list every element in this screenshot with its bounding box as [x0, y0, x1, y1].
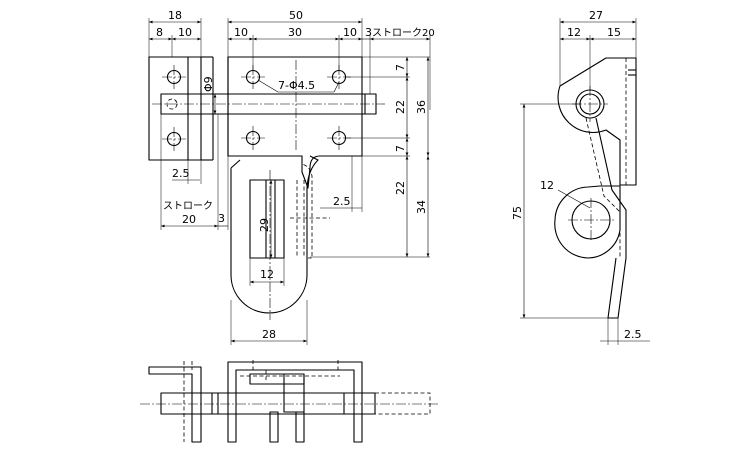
plan-main-body	[227, 361, 363, 443]
dim-10b: 10	[234, 26, 248, 39]
dim-7a: 7	[394, 64, 407, 71]
dim-2-5b: 2.5	[333, 195, 351, 208]
keeper-slot	[249, 179, 285, 259]
keeper-outline	[240, 155, 313, 259]
dim-2-5c: 2.5	[624, 328, 642, 341]
dim-75: 75	[511, 206, 524, 220]
dim-holes: 7-Φ4.5	[278, 79, 315, 92]
front-view: 18 8 10 50 10 30 10 3 ストローク20 Φ9 7-Φ4.5	[148, 9, 435, 345]
side-view: 27 12 15 12 75 2.5	[511, 9, 650, 345]
dim-12c: 12	[540, 179, 554, 192]
left-block	[148, 56, 202, 161]
plan-bolt	[160, 392, 376, 415]
dim-22b: 22	[394, 181, 407, 195]
dim-phi9: Φ9	[202, 76, 215, 92]
plan-left-bracket	[148, 366, 202, 443]
dim-10a: 10	[178, 26, 192, 39]
main-plate	[227, 56, 363, 189]
dim-stroke20: ストローク20	[372, 27, 435, 39]
dim-28: 28	[262, 328, 276, 341]
dim-18: 18	[168, 9, 182, 22]
dim-20: 20	[182, 213, 196, 226]
dim-50: 50	[289, 9, 303, 22]
dim-34: 34	[415, 200, 428, 214]
plan-view	[140, 360, 440, 443]
keeper-tongue	[230, 155, 319, 314]
plan-keeper	[249, 373, 305, 385]
dim-7b: 7	[394, 145, 407, 152]
dim-stroke-left: ストローク	[163, 200, 213, 212]
side-lower-loop	[554, 185, 621, 259]
dim-27: 27	[589, 9, 603, 22]
dim-29: 29	[258, 218, 271, 232]
side-upper-bracket	[557, 57, 637, 186]
dim-22a: 22	[394, 100, 407, 114]
dim-3a: 3	[365, 26, 372, 39]
dim-36: 36	[415, 100, 428, 114]
dim-12b: 12	[260, 268, 274, 281]
dim-15: 15	[607, 26, 621, 39]
side-tongue	[595, 117, 627, 319]
dim-8: 8	[156, 26, 163, 39]
dim-2-5a: 2.5	[172, 167, 190, 180]
dim-30: 30	[288, 26, 302, 39]
dim-10c: 10	[343, 26, 357, 39]
dim-12a: 12	[567, 26, 581, 39]
dim-3b: 3	[218, 212, 225, 225]
